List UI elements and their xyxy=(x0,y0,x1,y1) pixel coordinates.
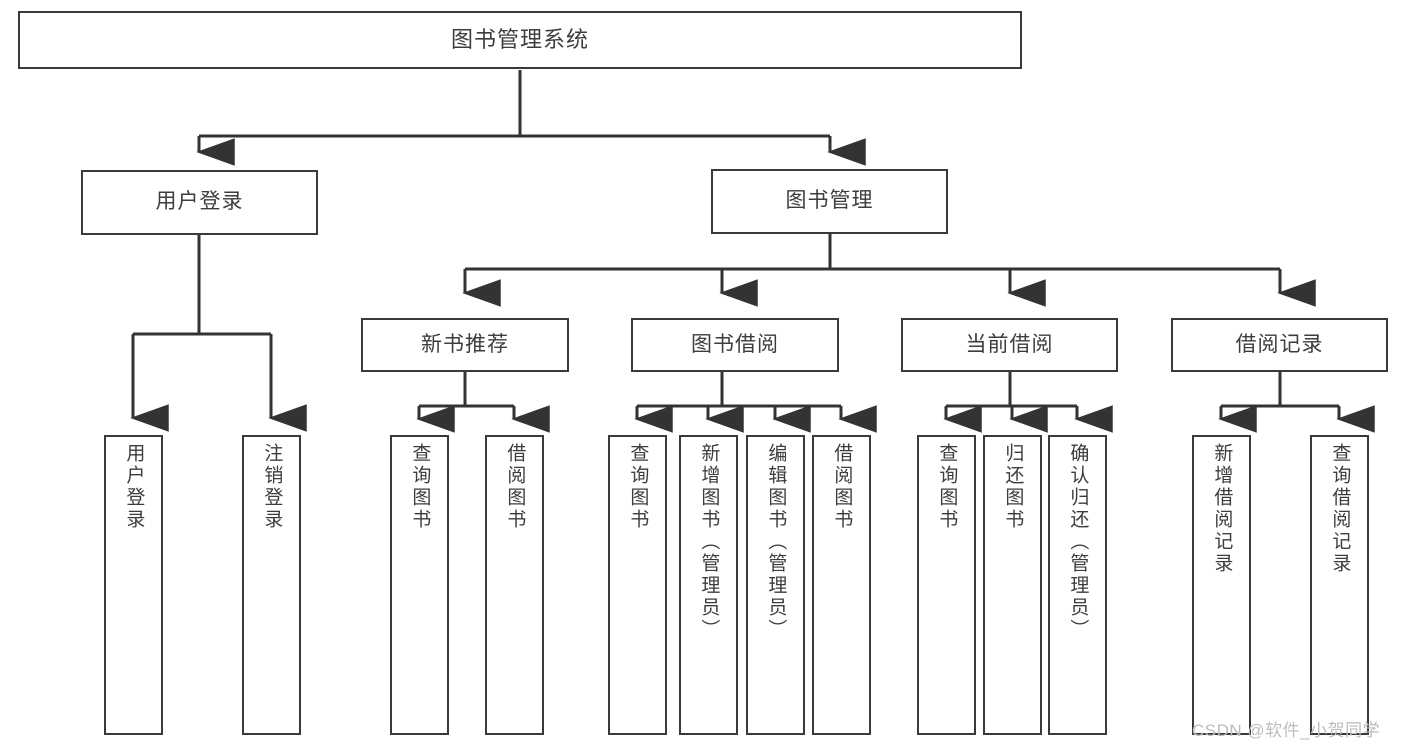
node-label: 图书管理 xyxy=(785,189,874,213)
leaf-query-book-borrow[interactable]: 查询图书 xyxy=(608,435,667,735)
node-label: 注销登录 xyxy=(261,443,283,531)
csdn-watermark: CSDN @软件_小贺同学 xyxy=(1192,721,1381,740)
node-book-borrow[interactable]: 图书借阅 xyxy=(631,318,839,372)
node-label: 借阅图书 xyxy=(504,443,526,531)
node-label: 借阅记录 xyxy=(1235,332,1324,356)
node-label: 当前借阅 xyxy=(965,332,1054,356)
node-label: 确认归还（管理员） xyxy=(1067,443,1089,641)
leaf-user-login[interactable]: 用户登录 xyxy=(104,435,163,735)
node-user-login[interactable]: 用户登录 xyxy=(81,170,318,235)
node-current-borrow[interactable]: 当前借阅 xyxy=(901,318,1118,372)
node-new-book-recommend[interactable]: 新书推荐 xyxy=(361,318,569,372)
node-book-management[interactable]: 图书管理 xyxy=(711,169,948,234)
leaf-borrow-book-recommend[interactable]: 借阅图书 xyxy=(485,435,544,735)
leaf-confirm-return-admin[interactable]: 确认归还（管理员） xyxy=(1048,435,1107,735)
node-label: 用户登录 xyxy=(155,190,244,214)
leaf-borrow-book[interactable]: 借阅图书 xyxy=(812,435,871,735)
node-borrow-record[interactable]: 借阅记录 xyxy=(1171,318,1388,372)
node-label: 图书借阅 xyxy=(691,332,779,356)
leaf-add-book-admin[interactable]: 新增图书（管理员） xyxy=(679,435,738,735)
node-label: 查询借阅记录 xyxy=(1329,443,1351,575)
node-label: 用户登录 xyxy=(123,443,145,531)
leaf-edit-book-admin[interactable]: 编辑图书（管理员） xyxy=(746,435,805,735)
node-label: 查询图书 xyxy=(627,443,649,531)
node-label: 新增借阅记录 xyxy=(1211,443,1233,575)
leaf-return-book[interactable]: 归还图书 xyxy=(983,435,1042,735)
node-label: 查询图书 xyxy=(409,443,431,531)
leaf-logout-login[interactable]: 注销登录 xyxy=(242,435,301,735)
node-label: 借阅图书 xyxy=(831,443,853,531)
node-label: 图书管理系统 xyxy=(450,27,589,53)
leaf-query-book-current[interactable]: 查询图书 xyxy=(917,435,976,735)
leaf-query-book-recommend[interactable]: 查询图书 xyxy=(390,435,449,735)
node-label: 查询图书 xyxy=(936,443,958,531)
leaf-query-borrow-record[interactable]: 查询借阅记录 xyxy=(1310,435,1369,735)
node-label: 新增图书（管理员） xyxy=(698,443,720,641)
leaf-add-borrow-record[interactable]: 新增借阅记录 xyxy=(1192,435,1251,735)
node-label: 归还图书 xyxy=(1002,443,1024,531)
node-root-book-management-system[interactable]: 图书管理系统 xyxy=(18,11,1022,69)
node-label: 编辑图书（管理员） xyxy=(765,443,787,641)
node-label: 新书推荐 xyxy=(421,332,509,356)
